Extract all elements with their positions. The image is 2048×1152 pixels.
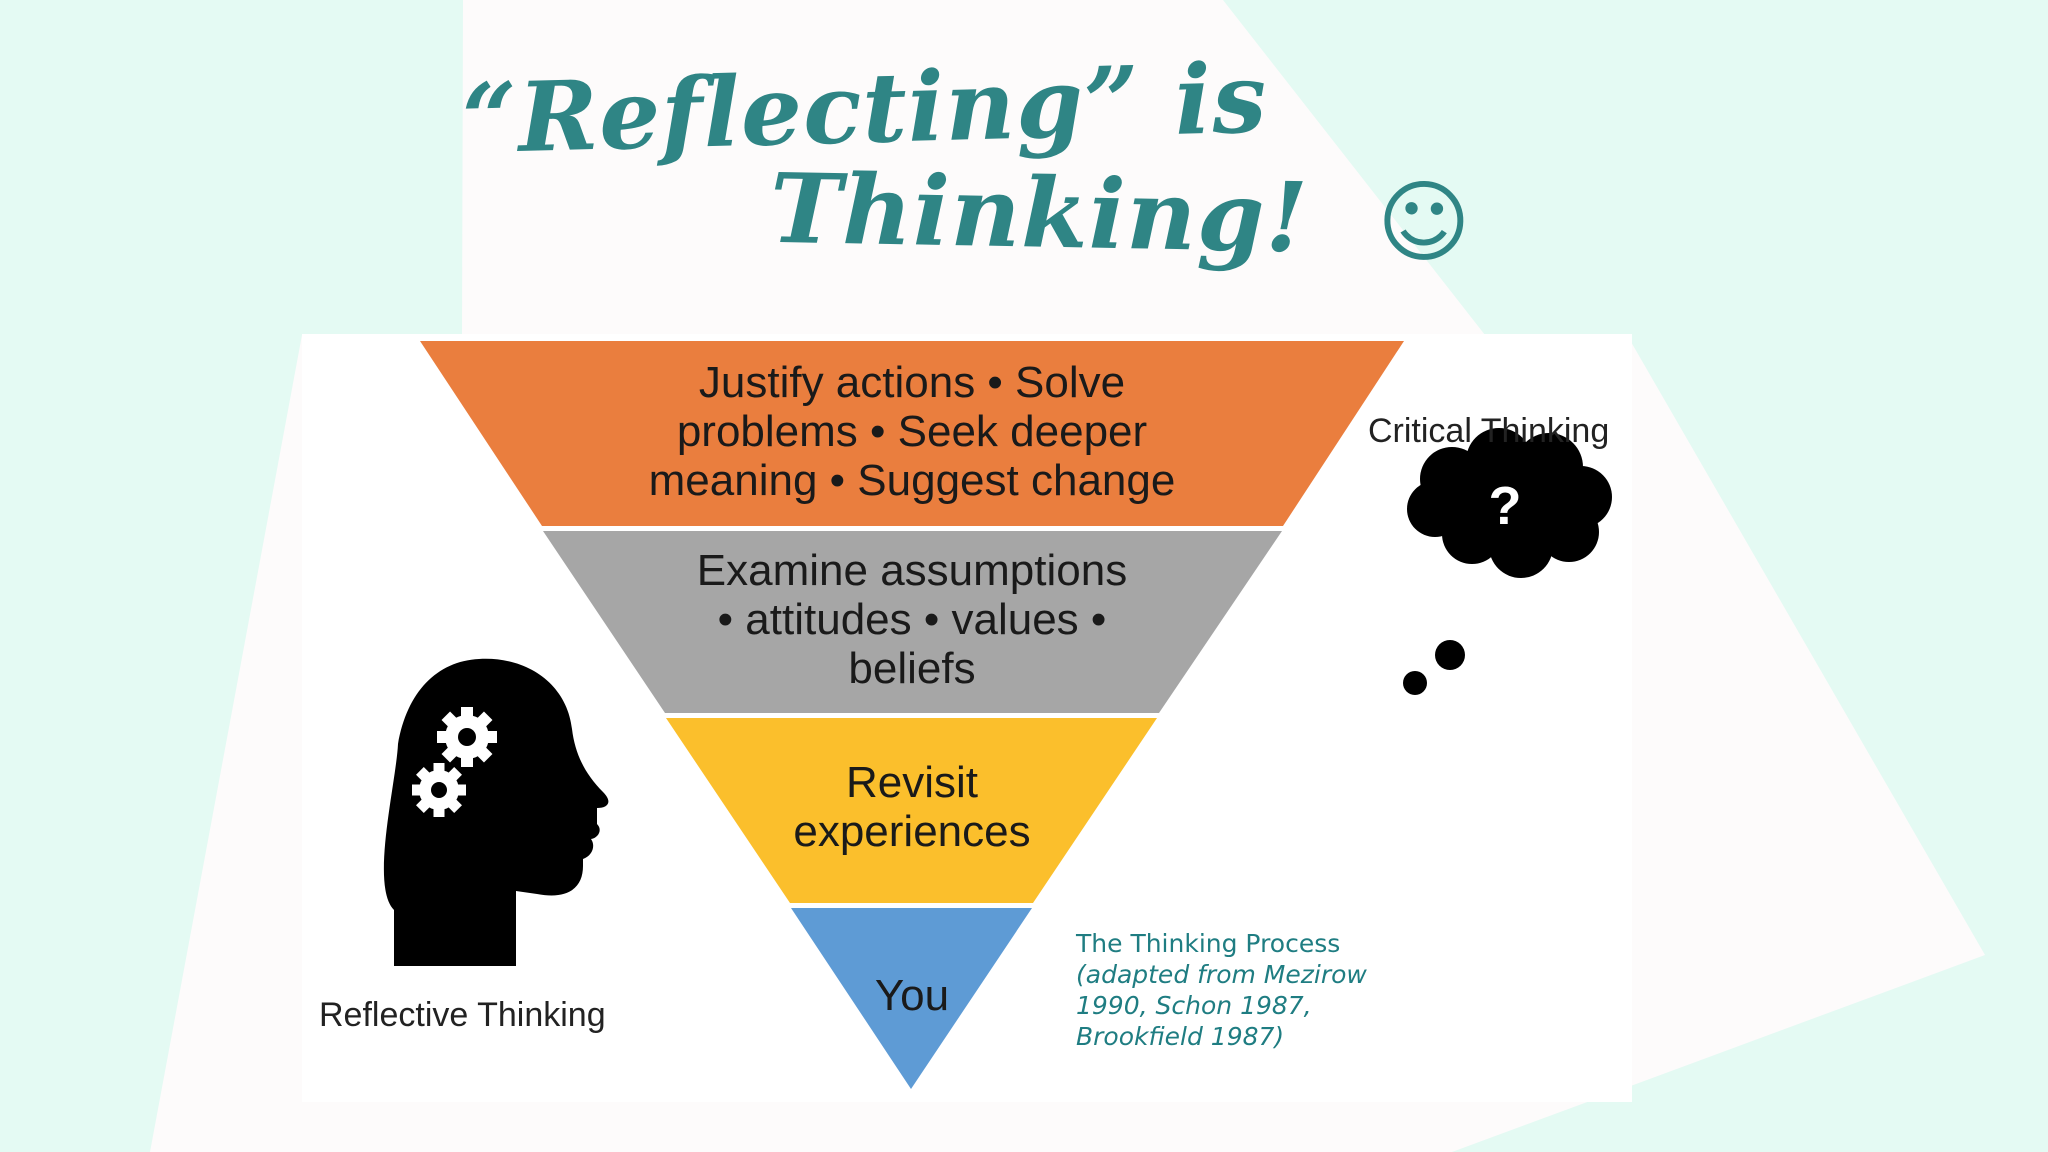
- caption-line-2: (adapted from Mezirow: [1076, 960, 1367, 989]
- pyramid-band-3: [666, 718, 1157, 903]
- slide-title-text: Thinking!: [769, 151, 1310, 275]
- band-4-text: You: [812, 971, 1012, 1020]
- caption-line-3: 1990, Schon 1987,: [1076, 991, 1312, 1020]
- pyramid-band-4: [791, 908, 1032, 1089]
- slide-title-line-2: Thinking! ☺: [769, 152, 1473, 277]
- question-mark: ?: [1489, 476, 1522, 536]
- band-1-line-1: Justify actions • Solve: [698, 358, 1126, 407]
- reflective-thinking-label: Reflective Thinking: [319, 996, 606, 1034]
- band-3-line-1: Revisit: [845, 758, 979, 807]
- band-1-line-3: meaning • Suggest change: [648, 456, 1176, 505]
- source-caption: The Thinking Process (adapted from Mezir…: [1076, 928, 1367, 1052]
- pyramid-band-2: [543, 531, 1282, 713]
- band-2-line-3: beliefs: [848, 644, 976, 693]
- band-4-line-1: You: [874, 971, 950, 1020]
- band-1-text: Justify actions • Solve problems • Seek …: [512, 358, 1312, 505]
- band-2-text: Examine assumptions • attitudes • values…: [562, 546, 1262, 693]
- diagram-panel: ? Justify actions • So: [302, 334, 1632, 1102]
- smiley-icon: ☺: [1375, 169, 1473, 277]
- caption-line-4: Brookfield 1987): [1076, 1022, 1285, 1051]
- band-2-line-1: Examine assumptions: [696, 546, 1128, 595]
- band-2-line-2: • attitudes • values •: [717, 595, 1107, 644]
- caption-title: The Thinking Process: [1076, 929, 1341, 958]
- thought-cloud-question-icon: ?: [1403, 428, 1612, 695]
- band-3-text: Revisit experiences: [712, 758, 1112, 856]
- band-3-line-2: experiences: [793, 807, 1031, 856]
- critical-thinking-label: Critical Thinking: [1368, 412, 1610, 450]
- pyramid-diagram: ?: [383, 341, 1612, 1089]
- pyramid-band-1: [420, 341, 1404, 526]
- head-gears-icon: [383, 658, 609, 966]
- band-1-line-2: problems • Seek deeper: [676, 407, 1148, 456]
